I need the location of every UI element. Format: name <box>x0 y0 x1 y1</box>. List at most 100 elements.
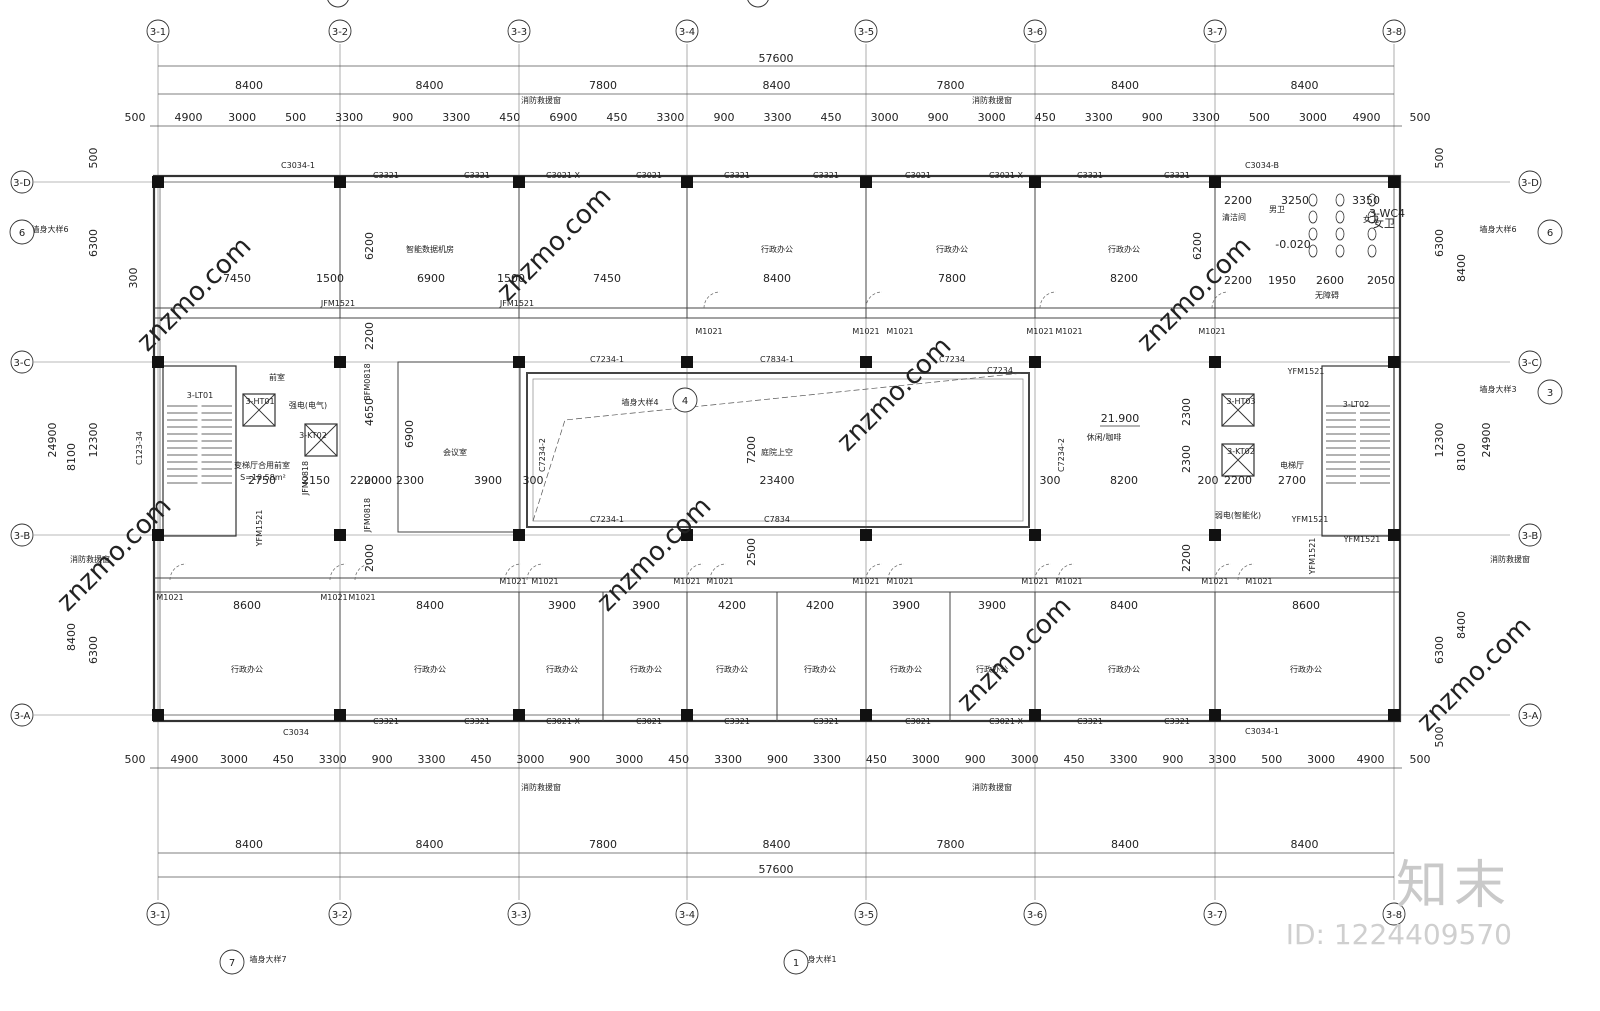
detail-callout-label: 墙身大样1 <box>799 954 836 964</box>
door-swing <box>1034 563 1052 581</box>
wc-dim: 3250 <box>1281 194 1309 207</box>
sub-dim-bottom: 500 <box>1261 753 1282 766</box>
sub-dim-bottom: 3000 <box>1011 753 1039 766</box>
toilet-fixture <box>1308 227 1318 241</box>
column <box>1388 356 1400 368</box>
column <box>1388 176 1400 188</box>
grid-label-row: 3-C <box>1522 358 1539 369</box>
column <box>1029 709 1041 721</box>
axis-grid: 3-13-13-23-23-33-33-43-43-53-53-63-63-73… <box>10 0 1542 926</box>
section-mark <box>327 0 349 8</box>
service-room-label: 女卫 <box>1363 214 1379 224</box>
window-tag: C7234 <box>939 355 965 364</box>
sub-dim-top: 450 <box>499 111 520 124</box>
room-label-bottom: 行政办公 <box>1290 664 1322 674</box>
smoke-window-tag: 消防救援窗 <box>521 95 561 105</box>
inner-dim-bottom: 8600 <box>1292 599 1320 612</box>
detail-bubble <box>219 949 245 975</box>
door-swing <box>887 563 905 581</box>
grid-label-col: 3-8 <box>1386 910 1402 921</box>
smoke-window-tag: 消防救援窗 <box>70 554 110 564</box>
door-swing <box>526 563 544 581</box>
detail-bubble <box>9 219 35 245</box>
door-swing <box>329 563 347 581</box>
inner-dim-bottom: 8600 <box>233 599 261 612</box>
door-tag: JFM1521 <box>499 299 534 308</box>
grid-bubble-col <box>146 902 170 926</box>
elevator-cross <box>242 393 276 427</box>
smoke-window-tag: 消防救援窗 <box>521 782 561 792</box>
smoke-window-tag: 消防救援窗 <box>972 782 1012 792</box>
inner-dim-mid: 2200 <box>350 474 378 487</box>
room-label-bottom: 行政办公 <box>630 664 662 674</box>
sub-dim-bottom: 3300 <box>714 753 742 766</box>
column <box>1209 176 1221 188</box>
column <box>860 356 872 368</box>
sub-dim-top: 4900 <box>1352 111 1380 124</box>
grid-label-row: 3-B <box>1522 531 1539 542</box>
section-mark <box>747 0 769 8</box>
vertical-dim: 2000 <box>363 544 376 572</box>
watermark-logo: 知末 <box>1395 856 1512 916</box>
inner-dim-mid: 23400 <box>760 474 795 487</box>
door-swing <box>865 291 883 309</box>
toilet-fixture <box>1367 244 1377 258</box>
inner-dim-mid: 300 <box>1040 474 1061 487</box>
column <box>513 529 525 541</box>
courtyard-inner <box>532 378 1024 522</box>
service-room-label: 3-LT02 <box>1343 400 1369 409</box>
door-tag: M1021 <box>1055 577 1082 586</box>
inner-dim-top: 1500 <box>497 272 525 285</box>
door-tag: M1021 <box>706 577 733 586</box>
door-swing <box>865 563 883 581</box>
toilet-fixture <box>1308 193 1318 207</box>
sub-dim-bottom: 3000 <box>220 753 248 766</box>
grid-label-col: 3-2 <box>332 27 348 38</box>
grid-label-col: 3-4 <box>679 910 695 921</box>
elevator-cross <box>1221 443 1255 477</box>
window-tag: C3321 <box>1077 717 1103 726</box>
window-tag: C3321 <box>373 171 399 180</box>
column <box>152 176 164 188</box>
column <box>1029 356 1041 368</box>
door-swing <box>169 563 187 581</box>
smoke-window-tag: 消防救援窗 <box>1490 554 1530 564</box>
room-label-bottom: 行政办公 <box>976 664 1008 674</box>
window-tag: C3321 <box>1077 171 1103 180</box>
grid-label-col: 3-6 <box>1027 27 1043 38</box>
window-tag: C3034 <box>283 728 309 737</box>
door-tag: M1021 <box>1021 577 1048 586</box>
sub-dim-top: 6900 <box>549 111 577 124</box>
window-tag: C7834-1 <box>760 355 794 364</box>
toilet-fixture <box>1335 193 1345 207</box>
bay-dim-bottom: 8400 <box>1111 838 1139 851</box>
watermark-site: znzmo.com <box>131 231 257 357</box>
grid-label-col: 3-5 <box>858 27 874 38</box>
grid-label-col: 3-3 <box>511 27 527 38</box>
walls <box>152 174 1402 723</box>
toilet-fixture <box>1367 227 1377 241</box>
sub-dim-bottom: 900 <box>569 753 590 766</box>
grid-bubble-col <box>1203 19 1227 43</box>
sub-dim-top: 500 <box>1249 111 1270 124</box>
grid-label-row: 3-C <box>14 358 31 369</box>
column <box>1029 529 1041 541</box>
room-label-bottom: 行政办公 <box>414 664 446 674</box>
grid-bubble-col <box>1382 19 1406 43</box>
service-room-label: 前室 <box>269 372 285 382</box>
wc-dim: 2200 <box>1224 194 1252 207</box>
service-room-label: 无障碍 <box>1315 290 1339 300</box>
window-tag: C7234 <box>987 366 1013 375</box>
room-label-middle: 庭院上空 <box>761 447 793 457</box>
sub-dim-top: 900 <box>392 111 413 124</box>
detail-number: 3 <box>1547 388 1553 399</box>
inner-dim-top: 6900 <box>417 272 445 285</box>
inner-dim-bottom: 4200 <box>718 599 746 612</box>
dimension-lines: 5760057600840084008400840078007800840084… <box>46 52 1493 878</box>
detail-bubble <box>672 387 698 413</box>
vertical-dim: 2300 <box>1180 398 1193 426</box>
grid-label-row: 3-A <box>14 711 31 722</box>
bay-dim-bottom: 8400 <box>763 838 791 851</box>
left-dim: 6300 <box>87 229 100 257</box>
